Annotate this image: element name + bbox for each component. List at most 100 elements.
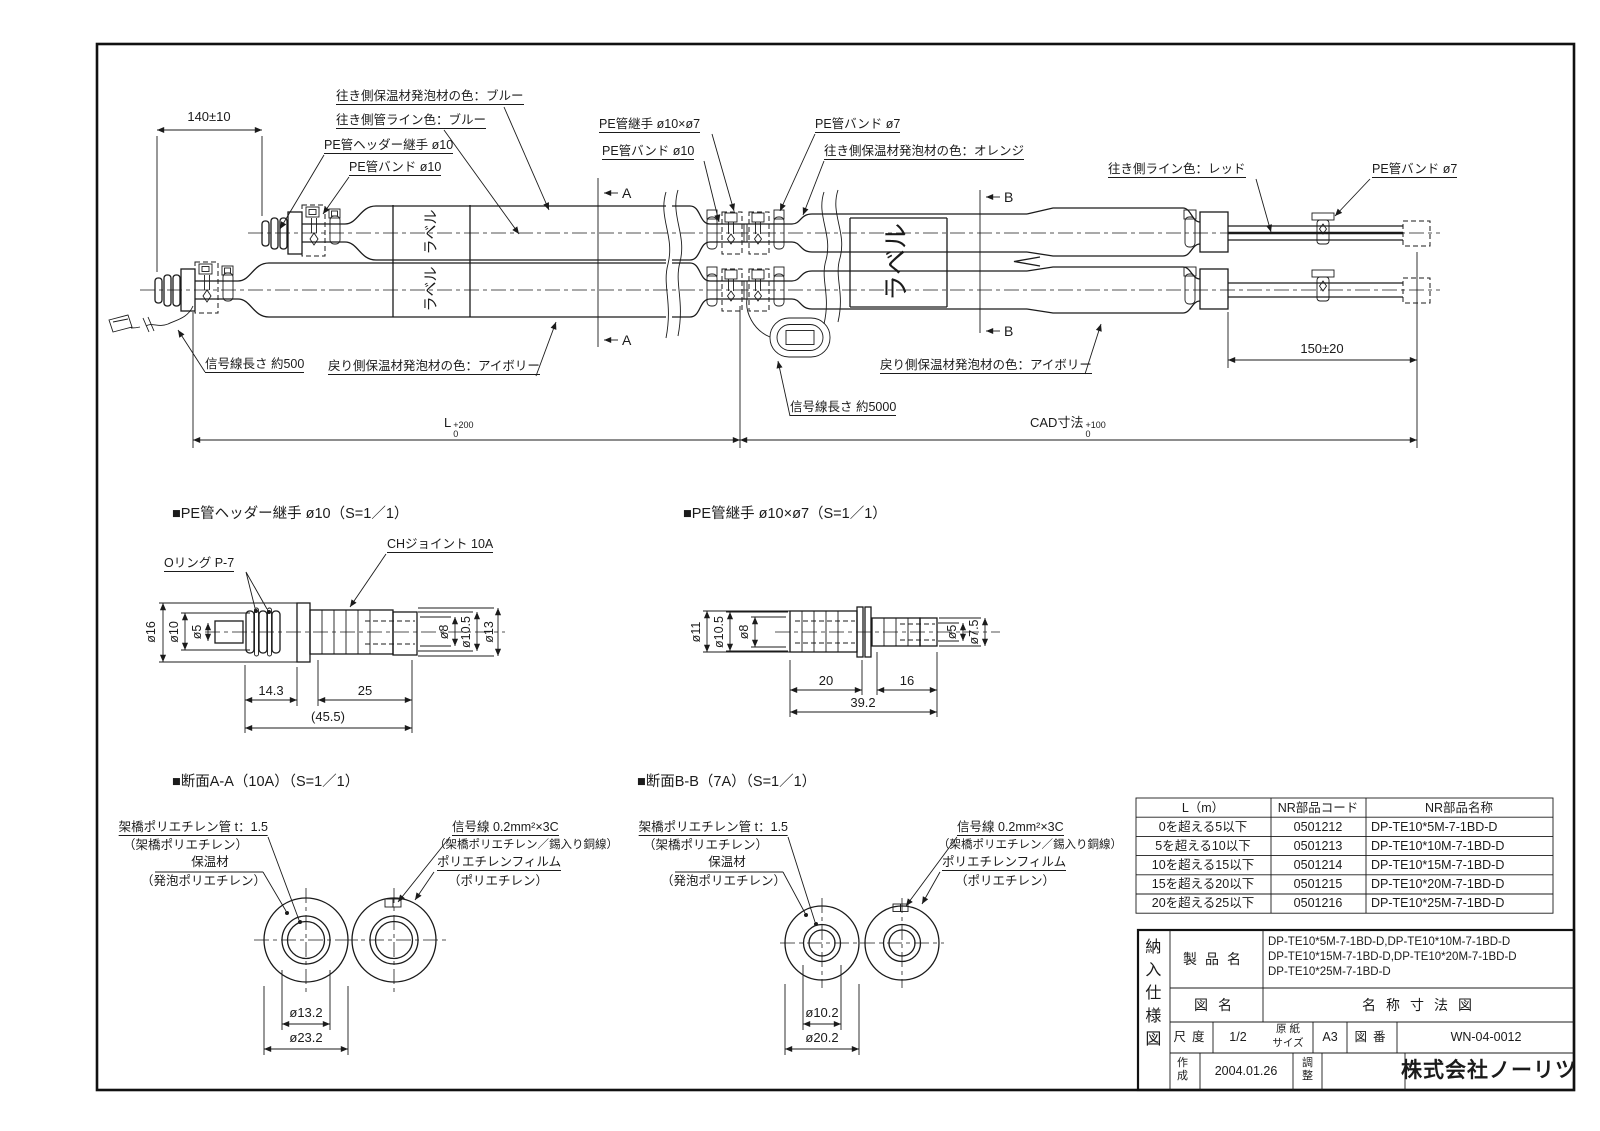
table-header-name: NR部品名称	[1424, 801, 1494, 815]
table-row-range: 5を超える10以下	[1155, 839, 1251, 853]
aa-film-label1: ポリエチレンフィルム	[437, 855, 562, 872]
detail1-dia13: ø13	[481, 621, 496, 643]
detail1-dim-25: 25	[357, 683, 373, 698]
bb-film-label1: ポリエチレンフィルム	[942, 855, 1067, 872]
pipe-label-1b: ラベル	[422, 266, 440, 312]
detail1-chjoint-label: CHジョイント 10A	[387, 537, 494, 554]
callout-pe-header-joint: PE管ヘッダー継手 ø10	[324, 138, 454, 155]
table-row-name: DP-TE10*20M-7-1BD-D	[1371, 877, 1505, 891]
titleblock-created-label: 作成	[1177, 1057, 1188, 1082]
titleblock-drawing-name: 名称寸法図	[1362, 997, 1482, 1013]
detail2-dia5: ø5	[944, 624, 959, 640]
detail2-title: ■PE管継手 ø10×ø7（S=1／1）	[683, 506, 887, 522]
dim-150: 150±20	[1300, 341, 1344, 356]
dim-length-letter: L	[444, 415, 452, 430]
titleblock-product-line2: DP-TE10*15M-7-1BD-D,DP-TE10*20M-7-1BD-D	[1268, 951, 1517, 963]
table-row-code: 0501212	[1293, 820, 1343, 834]
aa-pipe-label1: 架橋ポリエチレン管 t：1.5	[118, 820, 268, 837]
titleblock-product-line1: DP-TE10*5M-7-1BD-D,DP-TE10*10M-7-1BD-D	[1268, 936, 1511, 948]
titleblock-doc-type: 納入仕様図	[1142, 938, 1160, 1053]
title-block-grid	[1136, 928, 1576, 1092]
section-marks	[597, 178, 1000, 347]
pipe-label-1a: ラベル	[422, 209, 440, 255]
bb-dia-outer: ø20.2	[805, 1030, 839, 1045]
bb-dia-inner: ø10.2	[805, 1005, 839, 1020]
table-header-code: NR部品コード	[1277, 801, 1359, 815]
table-row-range: 10を超える15以下	[1151, 858, 1255, 872]
aa-signal-label1: 信号線 0.2mm²×3C	[452, 820, 559, 837]
bb-signal-label1: 信号線 0.2mm²×3C	[957, 820, 1064, 837]
section-aa-view	[155, 836, 451, 1055]
table-row-code: 0501215	[1293, 877, 1343, 891]
callout-pe-band10-left: PE管バンド ø10	[349, 160, 442, 177]
titleblock-product-label: 製品名	[1183, 951, 1249, 967]
callout-return-ivory-left: 戻り側保温材発泡材の色：アイボリー	[328, 359, 540, 376]
titleblock-scale-label: 尺度	[1173, 1030, 1211, 1044]
table-row-name: DP-TE10*5M-7-1BD-D	[1371, 820, 1498, 834]
pe-header-fitting-lower	[154, 261, 234, 314]
parts-table-grid	[1135, 797, 1554, 914]
detail1-oring-label: Oリング P-7	[164, 556, 235, 573]
dim-length-tol-lower: 0	[453, 429, 459, 439]
callout-supply-line-red: 往き側ライン色：レッド	[1108, 162, 1246, 179]
section-aa-title: ■断面A-A（10A）（S=1／1）	[172, 774, 360, 790]
section-bb-view	[675, 836, 958, 1055]
aa-film-label2: （ポリエチレン）	[448, 874, 549, 888]
aa-pipe-label2: （架橋ポリエチレン）	[122, 838, 248, 852]
table-row-name: DP-TE10*10M-7-1BD-D	[1371, 839, 1505, 853]
titleblock-company: 株式会社ノーリツ	[1401, 1059, 1577, 1082]
callout-pe-band7-mid: PE管バンド ø7	[815, 117, 901, 134]
table-row-range: 20を超える25以下	[1151, 896, 1255, 910]
callout-signal-5000: 信号線長さ 約5000	[790, 400, 897, 417]
detail2-dia10-5: ø10.5	[711, 616, 726, 648]
bb-pipe-label1: 架橋ポリエチレン管 t：1.5	[638, 820, 788, 837]
titleblock-adjust-label: 調整	[1302, 1057, 1313, 1082]
pipe-label-boxes	[392, 205, 948, 317]
table-row-code: 0501213	[1293, 839, 1343, 853]
dim-length-tol-upper: +200	[453, 420, 474, 430]
detail1-dia16: ø16	[143, 621, 158, 643]
section-b-top: B	[1004, 189, 1014, 205]
detail2-dia8: ø8	[736, 624, 751, 640]
detail2-dim-392: 39.2	[850, 695, 876, 710]
detail1-title: ■PE管ヘッダー継手 ø10（S=1／1）	[172, 506, 409, 522]
callout-supply-foam-blue: 往き側保温材発泡材の色：ブルー	[336, 89, 524, 106]
table-row-code: 0501216	[1293, 896, 1343, 910]
bb-film-label2: （ポリエチレン）	[955, 874, 1056, 888]
mid-coupling-upper	[706, 209, 785, 255]
sheet-border	[95, 42, 1576, 1092]
callout-signal-500: 信号線長さ 約500	[205, 357, 305, 374]
titleblock-product-line3: DP-TE10*25M-7-1BD-D	[1268, 966, 1391, 978]
detail1-dia5: ø5	[189, 624, 204, 640]
pe-band7-clips	[1311, 212, 1335, 302]
neck-clips-right	[1183, 209, 1197, 305]
titleblock-scale-value: 1/2	[1229, 1030, 1247, 1044]
detail1-dia10-5: ø10.5	[458, 616, 473, 648]
table-row-name: DP-TE10*15M-7-1BD-D	[1371, 858, 1505, 872]
section-a-top: A	[622, 185, 632, 201]
aa-signal-label2: （架橋ポリエチレン／錫入り銅線）	[434, 839, 618, 851]
detail1-dia8: ø8	[436, 624, 451, 640]
callout-supply-foam-orange: 往き側保温材発泡材の色：オレンジ	[824, 144, 1025, 161]
callout-return-ivory-right: 戻り側保温材発泡材の色：アイボリー	[880, 358, 1092, 375]
titleblock-paper-size: A3	[1322, 1030, 1338, 1044]
section-a-bottom: A	[622, 332, 632, 348]
detail1-dim-455: (45.5)	[311, 709, 345, 724]
titleblock-drawing-no-label: 図番	[1354, 1030, 1392, 1044]
titleblock-created-date: 2004.01.26	[1214, 1064, 1278, 1078]
table-row-range: 0を超える5以下	[1158, 820, 1248, 834]
aa-dia-inner: ø13.2	[289, 1005, 323, 1020]
detail1-dia10: ø10	[166, 621, 181, 643]
aa-insulation-label2: （発泡ポリエチレン）	[140, 874, 266, 888]
bb-pipe-label2: （架橋ポリエチレン）	[642, 838, 768, 852]
detail2-dim-20: 20	[818, 673, 834, 688]
signal-wire-coil	[746, 298, 831, 358]
titleblock-paper-label-top: 原 紙	[1276, 1023, 1300, 1035]
titleblock-paper-label-bottom: サイズ	[1272, 1037, 1304, 1049]
signal-wire-left	[108, 305, 194, 333]
detail-header-joint-view	[159, 553, 505, 733]
